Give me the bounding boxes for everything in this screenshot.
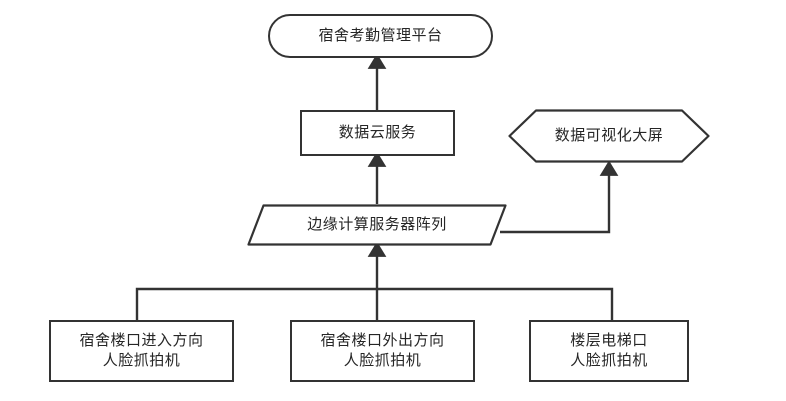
connector-cameras-to-edge xyxy=(135,241,614,320)
node-attendance-platform[interactable]: 宿舍考勤管理平台 xyxy=(268,14,493,58)
connector-edge-to-bigscreen xyxy=(500,160,619,234)
node-attendance-platform-label: 宿舍考勤管理平台 xyxy=(318,26,443,44)
node-cloud-service-label: 数据云服务 xyxy=(338,123,417,141)
parallelogram-shape xyxy=(247,204,507,246)
node-cloud-service[interactable]: 数据云服务 xyxy=(300,110,455,156)
node-camera-floor-elevator[interactable]: 楼层电梯口 人脸抓拍机 xyxy=(529,320,689,382)
node-edge-computing-array-label: 边缘计算服务器阵列 xyxy=(307,215,447,233)
node-camera-dorm-exit[interactable]: 宿舍楼口外出方向 人脸抓拍机 xyxy=(290,320,475,382)
hexagon-shape xyxy=(508,109,710,163)
node-camera-dorm-entry-label: 宿舍楼口进入方向 人脸抓拍机 xyxy=(79,331,204,369)
node-camera-floor-elevator-label: 楼层电梯口 人脸抓拍机 xyxy=(570,331,648,369)
node-visualization-screen[interactable]: 数据可视化大屏 xyxy=(508,109,710,163)
node-edge-computing-array[interactable]: 边缘计算服务器阵列 xyxy=(247,204,507,246)
node-visualization-screen-label: 数据可视化大屏 xyxy=(554,126,664,144)
node-camera-dorm-exit-label: 宿舍楼口外出方向 人脸抓拍机 xyxy=(320,331,445,369)
node-camera-dorm-entry[interactable]: 宿舍楼口进入方向 人脸抓拍机 xyxy=(49,320,234,382)
